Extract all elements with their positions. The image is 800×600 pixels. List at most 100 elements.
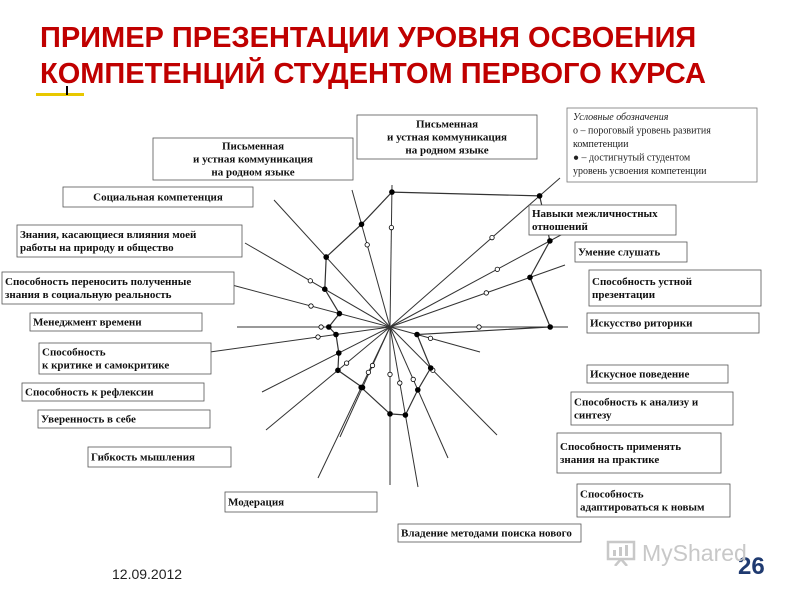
radar-axis-line <box>265 326 391 431</box>
axis-label-text: Способность <box>42 347 106 359</box>
legend-box <box>566 107 758 183</box>
achieved-level-point <box>414 387 421 393</box>
achieved-level-point <box>402 412 409 418</box>
radar-axis-line <box>389 326 498 436</box>
label-box <box>29 312 203 332</box>
axis-label-ritorika: Искусство риторики <box>586 312 760 334</box>
achieved-level-point <box>323 254 330 260</box>
label-box <box>16 224 243 258</box>
axis-label-text: Владение методами поиска нового <box>401 528 572 540</box>
page-number: 26 <box>738 553 765 580</box>
axis-label-text: синтезу <box>574 410 612 422</box>
axis-label-text: Способность к рефлексии <box>25 387 154 399</box>
radar-axis-line <box>244 242 391 328</box>
radar-axis-line <box>317 326 391 479</box>
legend-entry-text: о – пороговый уровень развития <box>573 126 711 137</box>
axis-label-slushat: Умение слушать <box>574 241 688 263</box>
axis-label-text: отношений <box>532 221 588 233</box>
threshold-level-point <box>410 376 416 382</box>
axis-label-gibkost: Гибкость мышления <box>87 446 232 468</box>
axis-label-text: к критике и самокритике <box>42 360 169 372</box>
axis-label-text: презентации <box>592 289 656 301</box>
threshold-level-point <box>397 380 403 386</box>
threshold-level-point <box>494 266 500 272</box>
achieved-level-point <box>325 324 332 330</box>
radar-axis-line <box>389 184 393 328</box>
axis-label-refleksiya: Способность к рефлексии <box>21 382 205 402</box>
label-box <box>576 483 731 518</box>
radar-axis-line <box>209 326 391 353</box>
achieved-level-point <box>547 238 553 244</box>
radar-axis-line <box>389 221 586 328</box>
axis-label-uverennost: Уверенность в себе <box>37 409 211 429</box>
axis-label-text: работы на природу и общество <box>20 242 174 254</box>
label-box <box>574 241 688 263</box>
label-box <box>224 491 378 513</box>
title-accent-bar <box>36 93 84 96</box>
radar-axis-line <box>389 326 481 353</box>
achieved-level-point <box>387 411 393 417</box>
radar-axis-line <box>273 199 391 328</box>
watermark: MyShared <box>606 538 766 568</box>
slide-title: ПРИМЕР ПРЕЗЕНТАЦИИ УРОВНЯ ОСВОЕНИЯ КОМПЕ… <box>40 22 706 90</box>
label-box <box>570 391 734 426</box>
radar-axis-line <box>261 326 391 393</box>
label-box <box>21 382 205 402</box>
axis-label-social: Социальная компетенция <box>62 186 254 208</box>
threshold-level-point <box>308 303 314 309</box>
axis-label-text: и устная коммуникация <box>387 132 507 144</box>
axis-label-text: Способность устной <box>592 276 693 288</box>
threshold-level-point <box>427 335 434 341</box>
axis-label-text: Способность <box>580 489 644 501</box>
axis-label-poisk: Владение методами поиска нового <box>397 523 582 543</box>
axis-label-text: Способность к анализу и <box>574 397 699 409</box>
axis-label-menedzhment: Менеджмент времени <box>29 312 203 332</box>
radar-axis-line <box>389 264 566 328</box>
label-box <box>588 269 762 307</box>
axis-label-moderaciya: Модерация <box>224 491 378 513</box>
achieved-level-point <box>336 310 343 317</box>
achieved-level-point <box>414 331 420 338</box>
label-box <box>356 114 538 160</box>
achieved-level-point <box>527 274 533 281</box>
axis-label-text: знания на практике <box>560 454 659 466</box>
threshold-level-point <box>387 371 393 377</box>
title-accent-tick <box>66 86 68 95</box>
threshold-level-point <box>476 324 482 330</box>
legend-entry-text: ● – достигнутый студентом <box>573 153 691 164</box>
achieved-level-polygon <box>324 191 552 416</box>
axis-label-text: адаптироваться к новым <box>580 502 705 514</box>
radar-axis-line <box>351 189 391 328</box>
label-box <box>586 312 760 334</box>
axis-label-text: Умение слушать <box>578 247 660 259</box>
threshold-level-point <box>388 225 394 231</box>
axis-label-text: Искусное поведение <box>590 369 689 381</box>
label-box <box>87 446 232 468</box>
axis-label-text: Искусство риторики <box>590 318 693 330</box>
threshold-level-point <box>343 360 350 366</box>
axis-label-text: на родном языке <box>211 167 294 179</box>
label-box <box>152 137 354 181</box>
achieved-level-point <box>333 331 339 338</box>
achieved-level-point <box>547 324 553 330</box>
label-box <box>1 271 235 305</box>
axis-label-text: на родном языке <box>405 145 488 157</box>
slide-date: 12.09.2012 <box>112 566 183 582</box>
legend-entry-text: компетенции <box>573 139 629 150</box>
axis-label-text: Менеджмент времени <box>33 317 142 329</box>
axis-label-text: Способность применять <box>560 441 681 453</box>
radar-axis-line <box>389 177 561 328</box>
label-box <box>62 186 254 208</box>
threshold-level-point <box>369 362 376 369</box>
achieved-level-point <box>335 350 342 356</box>
achieved-level-point <box>536 193 543 199</box>
threshold-level-point <box>307 278 313 284</box>
